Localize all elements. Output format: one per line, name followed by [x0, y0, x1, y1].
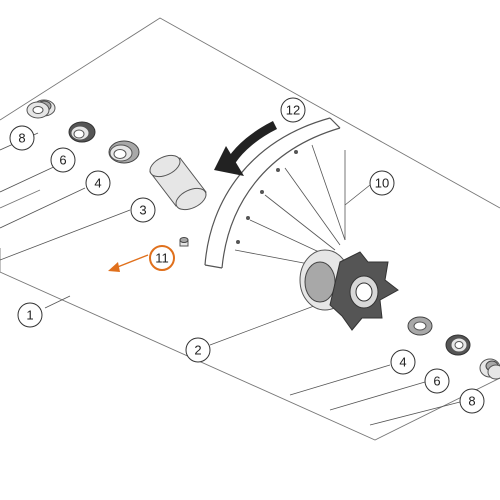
callout-2: 2: [185, 337, 211, 363]
callout-6-left-label: 6: [59, 153, 66, 168]
callout-8-left: 8: [9, 125, 35, 151]
callout-1: 1: [17, 302, 43, 328]
callout-11-label: 11: [155, 251, 169, 266]
callout-8-right: 8: [459, 388, 485, 414]
pointer-arrow-icon: [108, 254, 149, 272]
callout-10: 10: [369, 170, 395, 196]
spacer-4-right: [407, 316, 433, 336]
callout-6-left: 6: [50, 147, 76, 173]
callout-3: 3: [130, 197, 156, 223]
callout-3-label: 3: [139, 203, 146, 218]
screw-11: [179, 237, 189, 247]
bearing-8-left: [26, 99, 56, 119]
assembly-frame: [0, 17, 500, 441]
callout-10-label: 10: [375, 176, 389, 191]
callout-8-right-label: 8: [468, 394, 475, 409]
spacer-4-left: [108, 140, 140, 164]
spokes-10: [234, 144, 346, 269]
callout-1-label: 1: [26, 308, 33, 323]
rim-2: [204, 117, 341, 269]
callout-4-left-label: 4: [94, 176, 101, 191]
callout-12: 12: [280, 97, 306, 123]
callout-2-label: 2: [194, 343, 201, 358]
callout-6-right-label: 6: [433, 374, 440, 389]
callout-12-label: 12: [286, 103, 300, 118]
seal-6-right: [445, 334, 471, 356]
callout-4-left: 4: [85, 170, 111, 196]
sleeve-3: [149, 154, 207, 211]
callout-11: 11: [149, 245, 175, 271]
rotation-direction-arrow-icon: [214, 120, 278, 176]
seal-6-left: [68, 121, 96, 143]
callout-8-left-label: 8: [18, 131, 25, 146]
bearing-8-right: [479, 358, 500, 380]
callout-6-right: 6: [424, 368, 450, 394]
callout-4-right-label: 4: [399, 355, 406, 370]
hub: [299, 249, 399, 331]
callout-4-right: 4: [390, 349, 416, 375]
